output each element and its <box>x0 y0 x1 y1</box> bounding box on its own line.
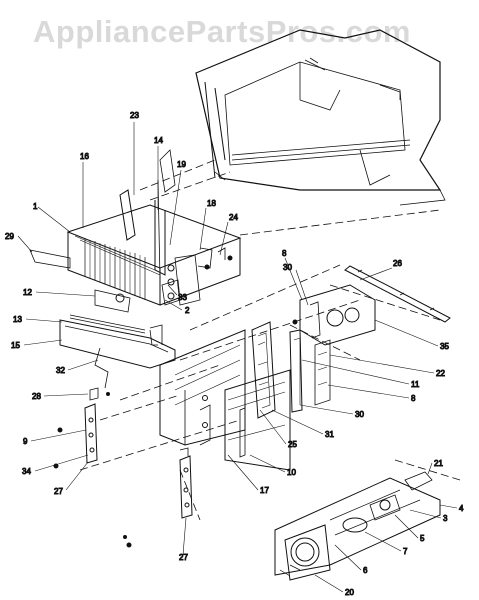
callout-label: 25 <box>288 440 297 449</box>
callout-label: 27 <box>179 553 188 562</box>
callout-label: 35 <box>440 342 449 351</box>
fan-motor-assembly <box>274 471 441 581</box>
callout-label: 29 <box>5 232 14 241</box>
callout-label: 7 <box>403 547 408 556</box>
callout-label: 8 <box>411 394 416 403</box>
callout-label: 17 <box>260 486 269 495</box>
callout-label: 6 <box>363 566 368 575</box>
callout-label: 30 <box>283 263 292 272</box>
callout-label: 27 <box>54 487 63 496</box>
callout-label: 34 <box>22 467 31 476</box>
support-rail <box>344 265 451 323</box>
callout-label: 5 <box>420 534 425 543</box>
callout-label: 4 <box>459 504 464 513</box>
callout-label: 19 <box>177 160 186 169</box>
callout-label: 20 <box>345 588 354 597</box>
fan-shroud-panel <box>159 329 246 446</box>
callout-label: 33 <box>178 293 187 302</box>
callout-label: 26 <box>393 259 402 268</box>
callout-label: 3 <box>443 514 448 523</box>
callout-label: 10 <box>287 468 296 477</box>
drain-pan-heater <box>59 314 176 389</box>
callout-labels: 23 16 14 19 18 24 1 29 12 33 2 13 15 32 … <box>5 111 465 598</box>
assembly-guide-lines <box>79 159 461 521</box>
fan-bracket <box>289 284 376 413</box>
vertical-brackets <box>84 387 193 519</box>
callout-label: 12 <box>23 288 32 297</box>
callout-label: 14 <box>154 136 163 145</box>
callout-label: 23 <box>130 111 139 120</box>
callout-label: 2 <box>185 306 190 315</box>
duct-panel <box>224 321 291 471</box>
callout-label: 30 <box>355 410 364 419</box>
callout-label: 11 <box>411 380 420 389</box>
callout-label: 31 <box>325 430 334 439</box>
callout-label: 28 <box>32 392 41 401</box>
cabinet-housing <box>195 29 446 206</box>
watermark: AppliancePartsPros.com <box>33 14 411 49</box>
callout-label: 22 <box>436 369 445 378</box>
callout-label: 16 <box>80 152 89 161</box>
callout-label: 32 <box>56 366 65 375</box>
callout-label: 15 <box>11 341 20 350</box>
screws <box>53 255 298 548</box>
callout-label: 18 <box>207 199 216 208</box>
callout-label: 1 <box>33 202 38 211</box>
leader-lines <box>17 122 458 593</box>
callout-label: 13 <box>13 315 22 324</box>
callout-label: 9 <box>23 437 28 446</box>
callout-label: 21 <box>434 459 443 468</box>
evaporator-assembly <box>29 149 242 313</box>
callout-label: 8 <box>282 249 287 258</box>
callout-label: 24 <box>229 213 238 222</box>
